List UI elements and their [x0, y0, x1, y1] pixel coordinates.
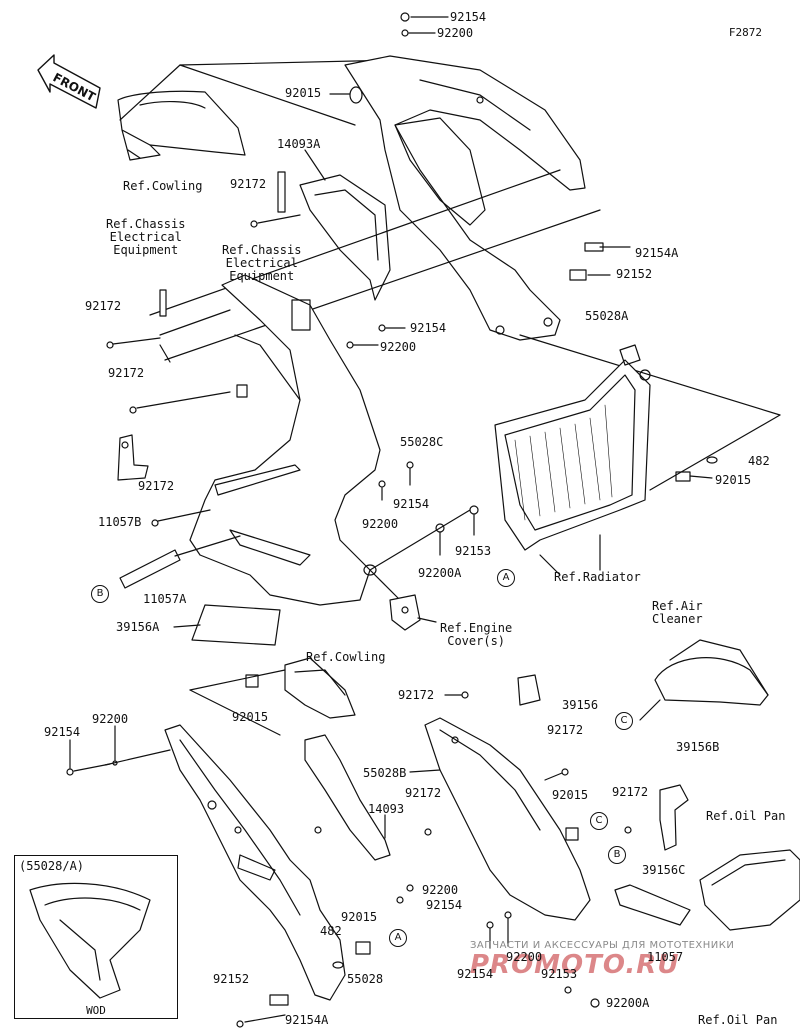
part-number-92200-d[interactable]: 92200	[92, 712, 129, 726]
callout-b-circle[interactable]: B	[91, 585, 109, 603]
ref-radiator-label[interactable]: Ref.Radiator	[554, 570, 641, 584]
inner-panel-14093	[304, 734, 391, 861]
callout-a-circle[interactable]: A	[497, 569, 515, 587]
ref-oil-pan-label-1[interactable]: Ref.Oil Pan	[706, 809, 786, 823]
callout-a-circle-2[interactable]: A	[389, 929, 407, 947]
part-number-55028C[interactable]: 55028C	[400, 435, 444, 449]
part-number-92172-c[interactable]: 92172	[108, 366, 145, 380]
part-number-39156C[interactable]: 39156C	[642, 863, 686, 877]
ref-oil-pan-label-2[interactable]: Ref.Oil Pan	[698, 1013, 778, 1027]
part-number-92154-b[interactable]: 92154	[410, 321, 447, 335]
lower-right-cowl-55028B	[424, 717, 591, 921]
part-number-92200[interactable]: 92200	[437, 26, 474, 40]
watermark-logo: PROMOTO.RU	[470, 950, 680, 980]
ref-chassis-electrical-label-2[interactable]: Ref.Chassis Electrical Equipment	[222, 243, 302, 283]
watermark-text: ЗАПЧАСТИ И АКСЕССУАРЫ ДЛЯ МОТОТЕХНИКИ	[470, 940, 735, 951]
part-number-39156[interactable]: 39156	[562, 698, 599, 712]
inset-part-drawing	[29, 882, 151, 999]
inset-box: (55028/A) WOD	[14, 855, 178, 1019]
part-number-14093A[interactable]: 14093A	[277, 137, 321, 151]
part-number-14093[interactable]: 14093	[368, 802, 405, 816]
diagram-code: F2872	[728, 26, 762, 39]
part-number-92172-e[interactable]: 92172	[398, 688, 435, 702]
part-number-92172-f[interactable]: 92172	[547, 723, 584, 737]
part-number-11057[interactable]: 11057	[647, 950, 684, 964]
ref-radiator-part	[494, 344, 651, 551]
upper-side-cowl	[344, 55, 586, 341]
part-number-92154-d[interactable]: 92154	[44, 725, 81, 739]
part-number-92172[interactable]: 92172	[230, 177, 267, 191]
part-number-92015-d[interactable]: 92015	[552, 788, 589, 802]
part-number-39156A[interactable]: 39156A	[116, 620, 160, 634]
sheet-39156B	[659, 784, 689, 851]
part-number-92200A[interactable]: 92200A	[418, 566, 462, 580]
part-number-482[interactable]: 482	[748, 454, 770, 468]
ref-oil-pan-part	[699, 849, 800, 931]
part-number-39156B[interactable]: 39156B	[676, 740, 720, 754]
part-number-92154-e[interactable]: 92154	[426, 898, 463, 912]
part-number-55028B[interactable]: 55028B	[363, 766, 407, 780]
part-number-92015-e[interactable]: 92015	[341, 910, 378, 924]
part-number-92172-g[interactable]: 92172	[405, 786, 442, 800]
part-number-11057A[interactable]: 11057A	[143, 592, 187, 606]
ref-engine-cover-part	[389, 594, 437, 631]
grommet-92015-a	[349, 86, 363, 104]
inset-footer: WOD	[86, 1004, 106, 1017]
part-number-92200A-b[interactable]: 92200A	[606, 996, 650, 1010]
part-number-92172-h[interactable]: 92172	[612, 785, 649, 799]
part-number-92152[interactable]: 92152	[616, 267, 653, 281]
part-number-92015-c[interactable]: 92015	[232, 710, 269, 724]
front-arrow-icon: FRONT	[37, 54, 101, 109]
sheet-39156A	[191, 604, 281, 646]
part-number-92200-e[interactable]: 92200	[422, 883, 459, 897]
part-number-92200-c[interactable]: 92200	[362, 517, 399, 531]
part-number-92172-b[interactable]: 92172	[85, 299, 122, 313]
bracket-11057B	[117, 434, 149, 481]
side-panel-55028C	[189, 274, 381, 606]
ref-cowling-mid-part	[284, 657, 356, 719]
ref-air-cleaner-part	[654, 639, 769, 706]
part-number-482-b[interactable]: 482	[320, 924, 342, 938]
bracket-11057A	[119, 549, 181, 589]
callout-b-circle-2[interactable]: B	[608, 846, 626, 864]
part-number-92154[interactable]: 92154	[450, 10, 487, 24]
part-number-55028A[interactable]: 55028A	[585, 309, 629, 323]
inset-caption: (55028/A)	[19, 859, 85, 873]
ref-cowling-top-label[interactable]: Ref.Cowling	[123, 179, 203, 193]
callout-c-circle-2[interactable]: C	[590, 812, 608, 830]
part-number-92015[interactable]: 92015	[285, 86, 322, 100]
part-number-11057B[interactable]: 11057B	[98, 515, 142, 529]
sheet-39156	[517, 674, 541, 706]
part-number-92152-b[interactable]: 92152	[213, 972, 250, 986]
part-number-92154-f[interactable]: 92154	[457, 967, 494, 981]
inner-panel-14093A	[299, 174, 391, 301]
ref-cowling-top-part	[117, 90, 246, 161]
part-number-92200-b[interactable]: 92200	[380, 340, 417, 354]
part-number-92154A[interactable]: 92154A	[635, 246, 679, 260]
callout-c-circle[interactable]: C	[615, 712, 633, 730]
ref-engine-cover-label[interactable]: Ref.Engine Cover(s)	[440, 621, 513, 648]
lower-left-cowl-55028	[164, 724, 346, 1001]
part-number-92200-f[interactable]: 92200	[506, 950, 543, 964]
ref-cowling-mid-label[interactable]: Ref.Cowling	[306, 650, 386, 664]
sheet-39156C	[614, 884, 691, 926]
part-number-92154A-b[interactable]: 92154A	[285, 1013, 329, 1027]
part-number-92153-b[interactable]: 92153	[541, 967, 578, 981]
part-number-92172-d[interactable]: 92172	[138, 479, 175, 493]
part-number-92015-b[interactable]: 92015	[715, 473, 752, 487]
ref-air-cleaner-label[interactable]: Ref.Air Cleaner	[652, 599, 703, 626]
part-number-92153[interactable]: 92153	[455, 544, 492, 558]
part-number-92154-c[interactable]: 92154	[393, 497, 430, 511]
ref-chassis-electrical-label-1[interactable]: Ref.Chassis Electrical Equipment	[106, 217, 186, 257]
part-number-55028[interactable]: 55028	[347, 972, 384, 986]
